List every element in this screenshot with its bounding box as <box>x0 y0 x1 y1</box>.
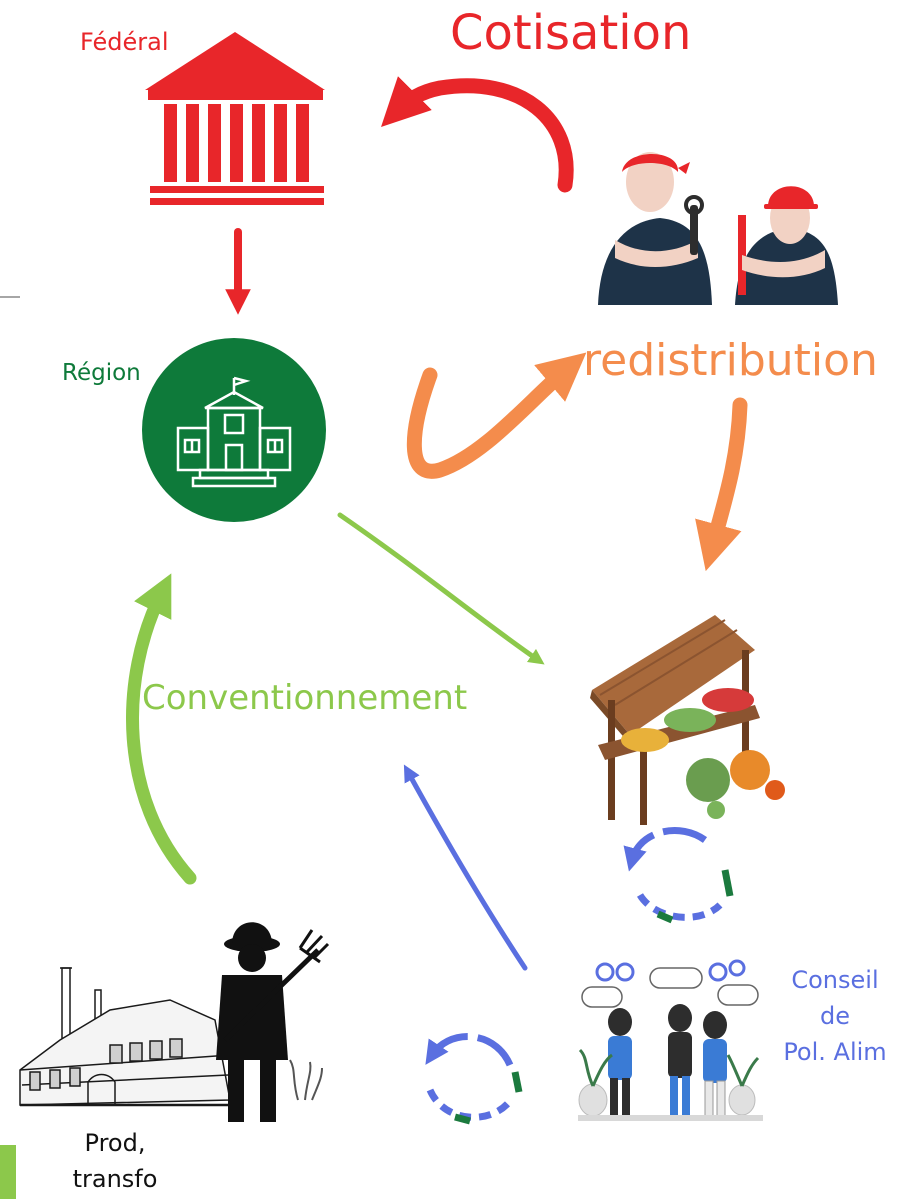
market-stall-icon <box>590 615 785 825</box>
conventionnement-label: Conventionnement <box>142 678 468 718</box>
cycle-icon <box>425 1033 523 1125</box>
farmer-icon <box>216 922 330 1122</box>
region-to-market-arrow <box>337 512 545 665</box>
meeting-people-icon <box>578 959 763 1121</box>
federal-label: Fédéral <box>80 28 169 56</box>
conseil-label-line3: Pol. Alim <box>783 1038 887 1066</box>
prod-label-line1: Prod, <box>84 1129 146 1157</box>
region-to-workers-arrow <box>406 352 587 479</box>
region-label: Région <box>62 360 141 386</box>
conseil-to-conventionnement-arrow <box>403 764 528 971</box>
corner-accent <box>0 1145 16 1199</box>
cotisation-arrow <box>381 76 574 193</box>
school-building-icon <box>142 338 326 522</box>
cotisation-label: Cotisation <box>450 5 692 61</box>
conseil-label-line1: Conseil <box>791 966 879 994</box>
conseil-label-line2: de <box>820 1002 850 1030</box>
redistribution-label: redistribution <box>583 335 878 386</box>
prod-label: Prod, transfo <box>60 1125 170 1197</box>
producers-to-region-arrow <box>126 573 197 885</box>
prod-label-line2: transfo <box>72 1165 158 1193</box>
cycle-icon <box>623 826 734 924</box>
redistribution-to-market-arrow <box>695 397 748 572</box>
factory-icon <box>19 967 231 1107</box>
workers-icon <box>598 152 838 305</box>
bank-icon <box>145 32 325 205</box>
conseil-label: Conseil de Pol. Alim <box>770 962 899 1070</box>
